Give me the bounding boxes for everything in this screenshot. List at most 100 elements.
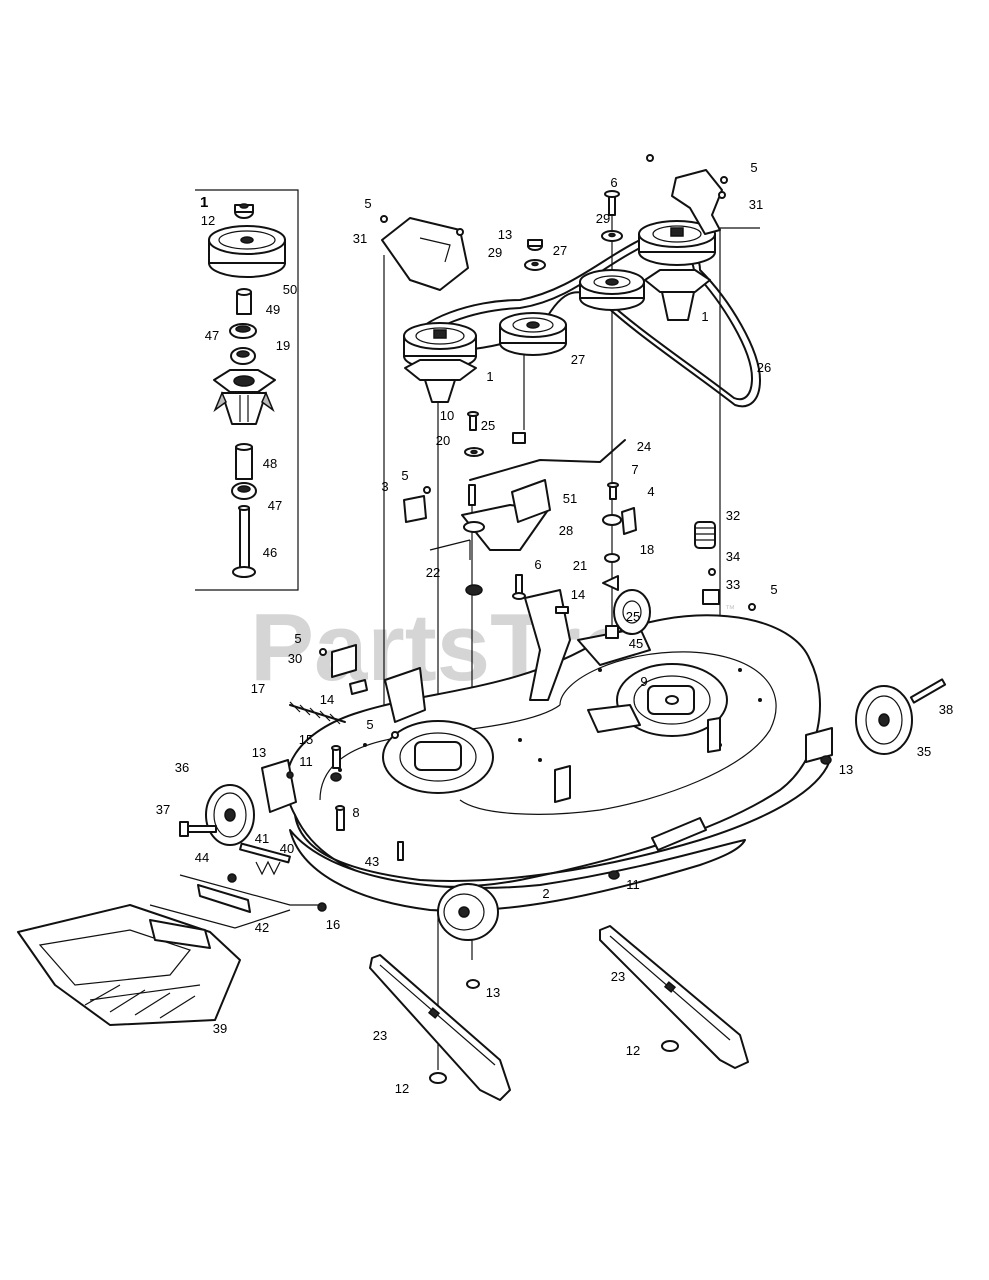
- part-callout-33: 33: [726, 577, 740, 592]
- part-callout-20: 20: [436, 433, 450, 448]
- bolt-14-left: [349, 679, 368, 695]
- part-callout-9: 9: [640, 674, 647, 689]
- idler-arm-assembly: [461, 439, 626, 551]
- part-callout-3: 3: [381, 479, 388, 494]
- washer-29-center: [524, 259, 546, 271]
- wheel-35: [855, 685, 913, 755]
- part-callout-14: 14: [320, 692, 334, 707]
- part-callout-23: 23: [611, 969, 625, 984]
- part-callout-34: 34: [726, 549, 740, 564]
- blade-left: [369, 954, 511, 1101]
- part-callout-35: 35: [917, 744, 931, 759]
- inset-shaft: [232, 505, 256, 578]
- part-callout-27: 27: [571, 352, 585, 367]
- inset-pulley: [208, 225, 286, 278]
- spindle-pulley-left: [403, 322, 477, 403]
- idler-pulley-center: [499, 312, 567, 356]
- part-callout-27: 27: [553, 243, 567, 258]
- part-callout-14: 14: [571, 587, 585, 602]
- part-callout-4: 4: [647, 484, 654, 499]
- part-callout-23: 23: [373, 1028, 387, 1043]
- watermark-trademark: ™: [725, 604, 735, 615]
- part-callout-42: 42: [255, 920, 269, 935]
- part-callout-13: 13: [839, 762, 853, 777]
- inset-lower-spacer: [235, 443, 253, 480]
- part-callout-28: 28: [559, 523, 573, 538]
- part-callout-31: 31: [749, 197, 763, 212]
- belt-cover-left: [381, 217, 469, 291]
- part-callout-32: 32: [726, 508, 740, 523]
- spindle-pulley-right: [638, 220, 716, 321]
- part-callout-18: 18: [640, 542, 654, 557]
- belt-cover-right: [671, 169, 723, 235]
- bolt-37: [179, 821, 217, 837]
- part-callout-12: 12: [395, 1081, 409, 1096]
- part-callout-39: 39: [213, 1021, 227, 1036]
- part-callout-51: 51: [563, 491, 577, 506]
- inset-spacer: [236, 288, 252, 315]
- nut-13-right: [820, 755, 832, 765]
- part-callout-29: 29: [488, 245, 502, 260]
- bracket-13-left: [261, 759, 297, 813]
- part-callout-1: 1: [701, 309, 708, 324]
- spring-17: [289, 701, 346, 725]
- part-callout-29: 29: [596, 211, 610, 226]
- part-callout-19: 19: [276, 338, 290, 353]
- part-callout-5: 5: [770, 582, 777, 597]
- deck-pins: [330, 745, 620, 880]
- spring-32: [694, 521, 716, 549]
- bolt-6-top: [604, 190, 620, 216]
- bolt-38: [909, 678, 947, 704]
- part-callout-5: 5: [366, 717, 373, 732]
- part-callout-26: 26: [757, 360, 771, 375]
- screws-5: [319, 154, 756, 739]
- part-callout-50: 50: [283, 282, 297, 297]
- chute-hinge-hardware: [149, 842, 327, 929]
- blade-right: [599, 925, 749, 1069]
- part-callout-49: 49: [266, 302, 280, 317]
- part-callout-30: 30: [288, 651, 302, 666]
- part-callout-15: 15: [299, 732, 313, 747]
- part-callout-2: 2: [542, 886, 549, 901]
- discharge-chute: [17, 904, 241, 1026]
- part-callout-25: 25: [481, 418, 495, 433]
- inset-nut: [234, 203, 254, 219]
- part-callout-43: 43: [365, 854, 379, 869]
- part-callout-48: 48: [263, 456, 277, 471]
- part-callout-10: 10: [440, 408, 454, 423]
- part-callout-22: 22: [426, 565, 440, 580]
- part-callout-40: 40: [280, 841, 294, 856]
- part-callout-47: 47: [268, 498, 282, 513]
- part-callout-16: 16: [326, 917, 340, 932]
- part-callout-45: 45: [629, 636, 643, 651]
- part-callout-5: 5: [750, 160, 757, 175]
- part-callout-41: 41: [255, 831, 269, 846]
- part-callout-46: 46: [263, 545, 277, 560]
- part-callout-17: 17: [251, 681, 265, 696]
- nut-13-top: [527, 239, 543, 251]
- inset-bearing-47-top: [230, 347, 256, 365]
- part-callout-5: 5: [364, 196, 371, 211]
- part-callout-31: 31: [353, 231, 367, 246]
- part-callout-36: 36: [175, 760, 189, 775]
- inset-bearing-19: [229, 323, 257, 339]
- part-callout-44: 44: [195, 850, 209, 865]
- part-callout-37: 37: [156, 802, 170, 817]
- front-wheel: [437, 883, 499, 941]
- inset-spindle-housing: [213, 369, 276, 425]
- part-callout-5: 5: [401, 468, 408, 483]
- spindle-inset: 1: [195, 189, 299, 591]
- part-callout-6: 6: [534, 557, 541, 572]
- part-callout-6: 6: [610, 175, 617, 190]
- part-callout-8: 8: [352, 805, 359, 820]
- part-callout-11: 11: [626, 877, 640, 892]
- washer-29-right: [601, 230, 623, 242]
- inset-border: [195, 189, 299, 591]
- part-callout-38: 38: [939, 702, 953, 717]
- part-callout-25: 25: [626, 609, 640, 624]
- part-callout-13: 13: [486, 985, 500, 1000]
- part-callout-5: 5: [294, 631, 301, 646]
